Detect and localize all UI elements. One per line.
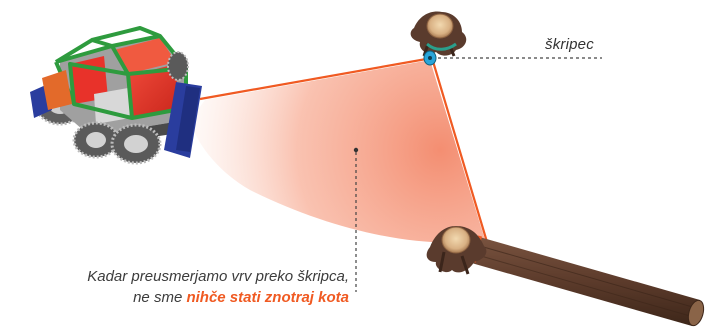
caption-line-2-prefix: ne sme xyxy=(133,289,186,306)
caption-line-1: Kadar preusmerjamo vrv preko škripca, xyxy=(87,266,349,287)
caption-line-2: ne sme nihče stati znotraj kota xyxy=(87,287,349,308)
zone-marker-dot xyxy=(354,148,358,152)
caption-highlight: nihče stati znotraj kota xyxy=(186,289,349,306)
forestry-tractor-icon xyxy=(30,28,202,163)
front-wheel-left xyxy=(74,123,118,157)
front-wheel-right xyxy=(112,125,160,163)
pulley-label: škripec xyxy=(545,36,594,53)
side-wheel xyxy=(168,52,188,80)
log-icon xyxy=(468,236,706,327)
caption: Kadar preusmerjamo vrv preko škripca, ne… xyxy=(87,266,349,308)
stump-with-pulley-icon xyxy=(411,12,467,65)
